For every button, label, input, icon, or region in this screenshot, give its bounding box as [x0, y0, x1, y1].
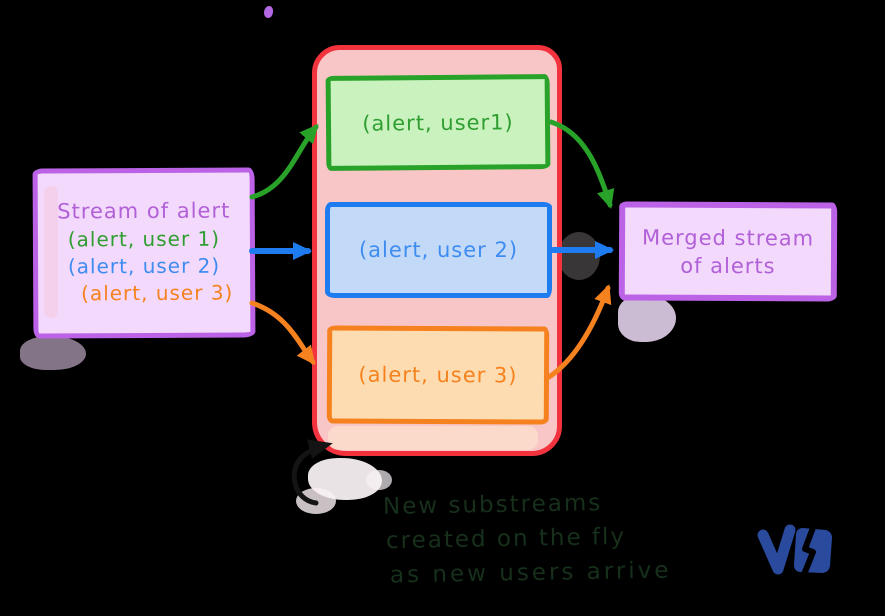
- eraser-smudge: [366, 470, 392, 490]
- merged-stream-title-line1: Merged stream: [641, 225, 815, 250]
- eraser-smudge: [558, 232, 600, 280]
- source-stream-box: Stream of alert (alert, user 1) (alert, …: [32, 167, 256, 339]
- arrow-source-to-user3: [249, 300, 316, 366]
- source-stream-item-user2: (alert, user 2): [67, 253, 221, 279]
- source-stream-item-user1: (alert, user 1): [67, 226, 221, 252]
- brand-logo: [757, 523, 832, 579]
- eraser-smudge: [308, 458, 382, 500]
- eraser-smudge: [20, 336, 86, 370]
- source-stream-item-user3: (alert, user 3): [81, 280, 234, 306]
- annotation-arrow: [291, 439, 333, 506]
- ink-speck: [264, 6, 273, 18]
- annotation-text-line2: created on the fly: [385, 523, 627, 555]
- substream-label-user1: (alert, user1): [362, 109, 514, 136]
- annotation-text-line1: New substreams: [382, 490, 603, 520]
- source-stream-title: Stream of alert: [57, 198, 231, 224]
- merged-stream-title-line2: of alerts: [680, 253, 776, 278]
- brand-logo-v-shape: [757, 524, 796, 575]
- merged-stream-box: Merged stream of alerts: [618, 201, 838, 302]
- substream-label-user2: (alert, user 2): [358, 238, 519, 262]
- brand-logo-lightning-cutout: [800, 523, 817, 579]
- substream-label-user3: (alert, user 3): [358, 362, 518, 388]
- substream-box-user2: (alert, user 2): [325, 202, 552, 298]
- annotation-text-line3: as new users arrive: [389, 557, 672, 589]
- arrow-source-to-user1: [249, 123, 319, 200]
- eraser-smudge: [618, 296, 676, 342]
- substream-box-user3: (alert, user 3): [326, 325, 550, 425]
- eraser-smudge: [296, 488, 336, 514]
- substream-box-user1: (alert, user1): [325, 74, 551, 171]
